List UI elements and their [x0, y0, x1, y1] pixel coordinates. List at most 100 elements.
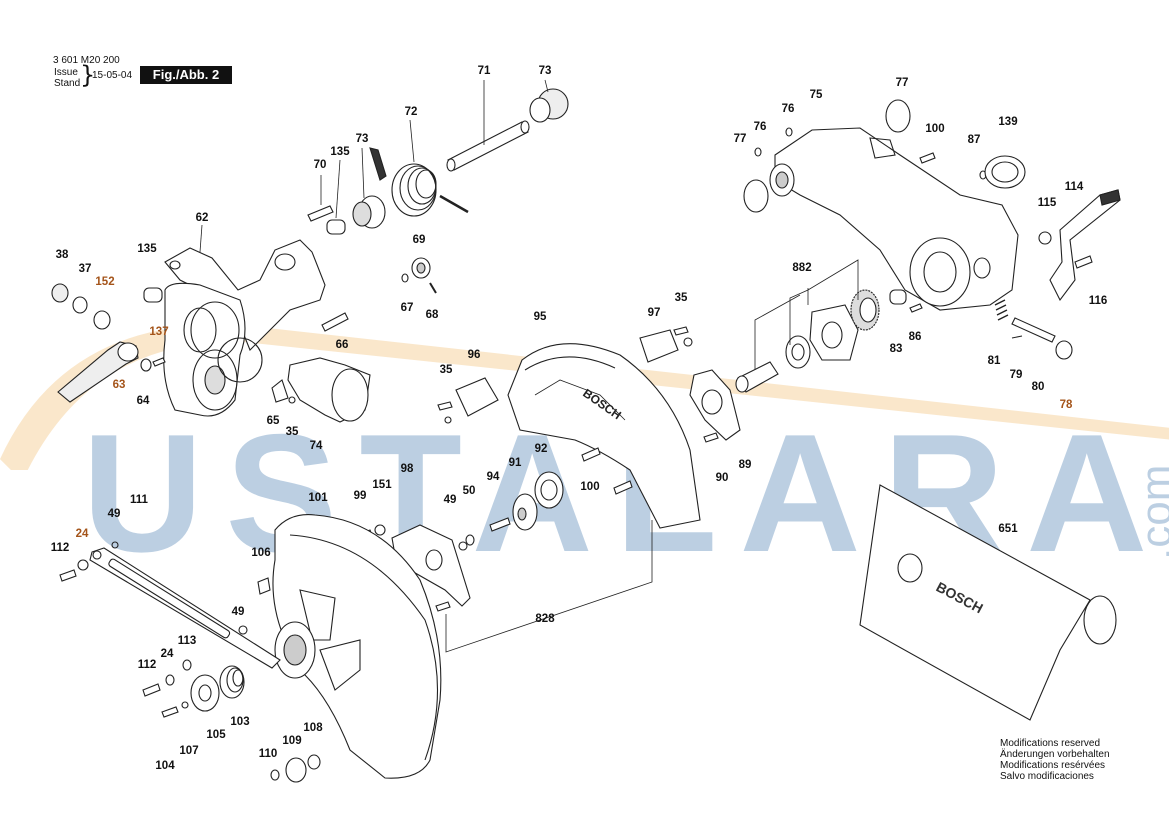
- part-label-103: 103: [230, 716, 249, 728]
- part-bracket-62: [164, 224, 326, 351]
- part-label-68: 68: [426, 309, 439, 321]
- part-screw-86: [909, 303, 923, 313]
- part-screw-94: [489, 517, 511, 532]
- part-label-89: 89: [739, 459, 752, 471]
- part-screw-116: [1074, 255, 1093, 269]
- part-bearing-mid: [352, 147, 386, 229]
- modification-notes: Modifications reserved Änderungen vorbeh…: [1000, 738, 1110, 782]
- part-label-135: 135: [330, 146, 350, 158]
- part-label-37: 37: [79, 263, 92, 275]
- part-upper-guard: BOSCH: [507, 343, 701, 529]
- part-washer-35c: [683, 337, 693, 347]
- issue-date: 15-05-04: [92, 70, 133, 81]
- part-clip-67: [401, 273, 409, 283]
- part-label-73: 73: [356, 133, 369, 145]
- part-label-62: 62: [196, 212, 209, 224]
- part-washer-152: [93, 310, 111, 330]
- part-label-83: 83: [890, 343, 903, 355]
- part-washer-35: [444, 416, 452, 424]
- part-label-79: 79: [1010, 369, 1023, 381]
- part-label-64: 64: [137, 395, 150, 407]
- part-disc-77a: [743, 179, 769, 213]
- part-label-74: 74: [310, 440, 323, 452]
- part-label-24: 24: [76, 528, 89, 540]
- part-washer-64: [140, 358, 152, 372]
- part-label-97: 97: [648, 307, 661, 319]
- part-label-104: 104: [155, 760, 175, 772]
- part-gear-assembly-882: [735, 259, 880, 393]
- part-screw-76a: [754, 147, 762, 157]
- part-bolt-106: [257, 577, 271, 595]
- part-knob-69: [411, 257, 431, 279]
- part-screw-104: [161, 706, 179, 718]
- part-label-73: 73: [539, 65, 552, 77]
- part-bushing-108: [307, 754, 321, 770]
- part-label-114: 114: [1065, 181, 1084, 193]
- part-label-49: 49: [232, 606, 245, 618]
- part-washer-50: [465, 534, 475, 546]
- part-disc-77b: [885, 99, 911, 133]
- part-washer-24a: [77, 559, 89, 571]
- part-label-105: 105: [206, 729, 226, 741]
- part-label-116: 116: [1089, 295, 1108, 307]
- part-label-111: 111: [130, 494, 149, 506]
- part-motor-housing: [769, 127, 1019, 311]
- part-label-77: 77: [896, 77, 909, 89]
- part-label-101: 101: [308, 492, 328, 504]
- part-washer-37: [72, 296, 88, 314]
- part-knob-78: [1055, 340, 1073, 360]
- part-washer-49c: [238, 625, 248, 635]
- part-label-108: 108: [303, 722, 323, 734]
- part-washer-110: [270, 769, 280, 781]
- part-screw-35b: [437, 401, 453, 411]
- part-label-91: 91: [509, 457, 522, 469]
- part-label-35: 35: [675, 292, 688, 304]
- part-label-49: 49: [444, 494, 457, 506]
- part-label-86: 86: [909, 331, 922, 343]
- part-pin-68: [429, 282, 437, 294]
- part-screw-100a: [919, 152, 936, 164]
- part-label-49: 49: [108, 508, 121, 520]
- part-label-100: 100: [925, 123, 944, 135]
- part-label-76: 76: [754, 121, 767, 133]
- part-label-109: 109: [282, 735, 301, 747]
- part-label-81: 81: [988, 355, 1001, 367]
- part-lower-guard: [272, 514, 442, 779]
- part-pin-66: [321, 312, 349, 332]
- part-label-75: 75: [810, 89, 823, 101]
- part-washer-107: [181, 701, 189, 709]
- note-english: Modifications reserved: [1000, 738, 1101, 749]
- part-shaft-80: [1011, 317, 1056, 343]
- part-screw-90: [703, 432, 719, 443]
- part-plate-96: [455, 377, 499, 417]
- note-french: Modifications resérvées: [1000, 760, 1106, 771]
- part-label-110: 110: [259, 748, 278, 760]
- part-roller-109: [285, 757, 307, 783]
- part-spindle-shaft: [446, 80, 530, 172]
- part-label-38: 38: [56, 249, 69, 261]
- part-label-80: 80: [1032, 381, 1045, 393]
- part-label-78: 78: [1060, 399, 1073, 411]
- part-group-828-line: [445, 520, 653, 653]
- part-label-107: 107: [179, 745, 198, 757]
- part-label-65: 65: [267, 415, 280, 427]
- part-label-113: 113: [178, 635, 197, 647]
- part-label-112: 112: [138, 659, 157, 671]
- part-label-72: 72: [405, 106, 418, 118]
- part-screw-70: [307, 175, 334, 222]
- part-label-828: 828: [535, 613, 555, 625]
- part-clip-65: [271, 379, 289, 403]
- part-spring-103: [219, 665, 245, 699]
- doc-number: 3 601 M20 200: [53, 55, 120, 66]
- part-label-71: 71: [478, 65, 491, 77]
- part-label-87: 87: [968, 134, 981, 146]
- part-washer-91: [512, 493, 538, 531]
- part-plate-97: [639, 329, 679, 363]
- part-screw-112a: [59, 569, 77, 582]
- part-bushing-top: [326, 159, 346, 235]
- part-label-50: 50: [463, 485, 476, 497]
- part-label-69: 69: [413, 234, 426, 246]
- part-washer-49a: [458, 541, 468, 551]
- stand-label: Stand: [54, 78, 81, 89]
